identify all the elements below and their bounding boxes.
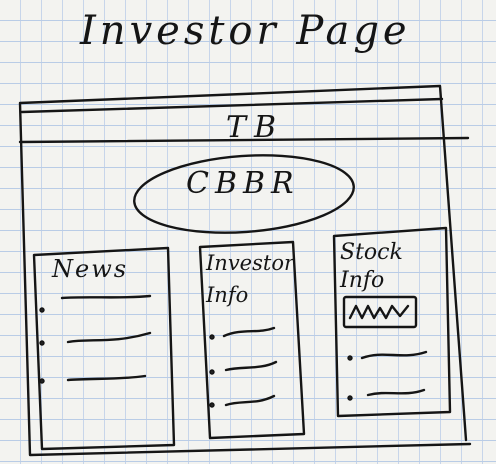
news-column-title: News xyxy=(52,255,129,283)
news-bullets xyxy=(39,294,152,384)
investor-info-column-box xyxy=(198,240,306,440)
investor-info-bullets xyxy=(209,326,278,408)
stock-info-title-line1: Stock xyxy=(340,240,403,265)
toolbar-divider-top xyxy=(20,97,444,114)
stock-chart-box xyxy=(342,295,418,329)
stock-chart-line xyxy=(348,304,410,320)
stock-info-column-title: Stock Info xyxy=(340,240,403,294)
stock-info-column-box xyxy=(332,226,452,418)
toolbar-divider-bottom xyxy=(18,136,470,144)
investor-info-title-line1: Investor xyxy=(206,251,295,275)
page-title: Investor Page xyxy=(80,8,411,54)
investor-info-column-title: Investor Info xyxy=(206,250,294,308)
investor-info-title-line2: Info xyxy=(206,283,249,307)
news-column-box xyxy=(32,246,176,451)
logo-ellipse xyxy=(133,154,355,234)
stock-info-title-line2: Info xyxy=(340,268,385,293)
logo-label: CBBR xyxy=(186,166,300,201)
stock-info-bullets xyxy=(347,350,428,401)
toolbar-label: TB xyxy=(226,110,285,145)
page-frame xyxy=(18,84,472,457)
